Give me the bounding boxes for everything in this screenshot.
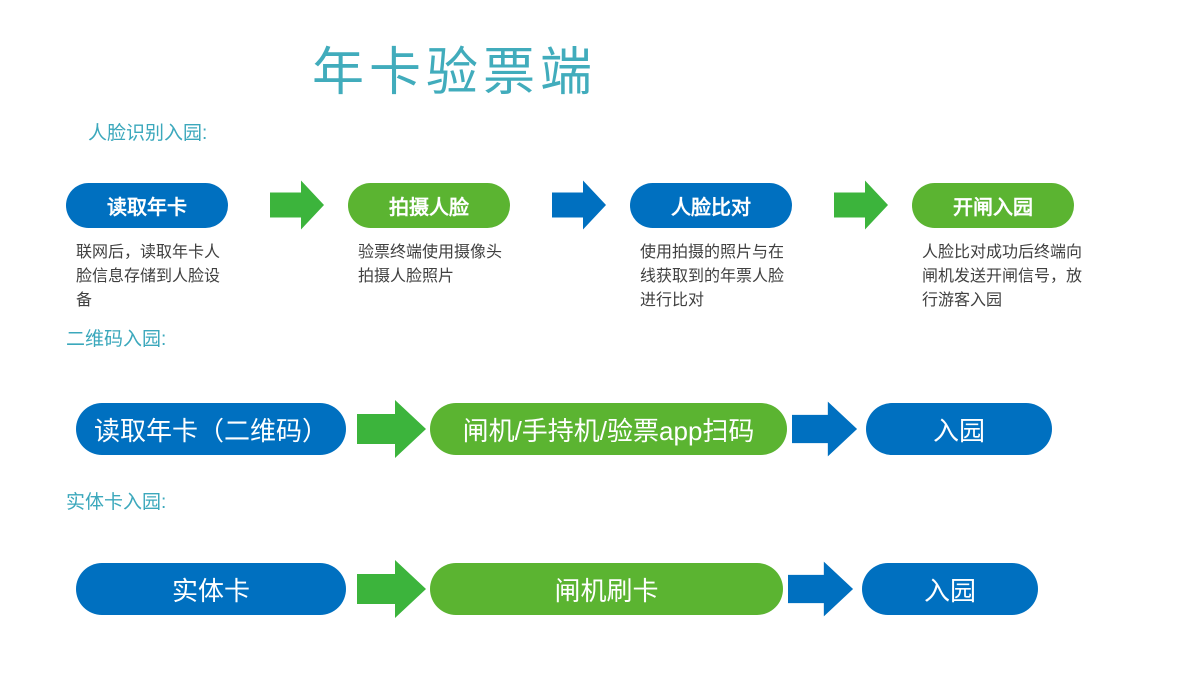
flow-step-read-card: 读取年卡 联网后，读取年卡人脸信息存储到人脸设备 [66,183,228,313]
arrow-right-icon [270,180,324,230]
step-pill-scan-code: 闸机/手持机/验票app扫码 [430,403,787,455]
step-description: 验票终端使用摄像头拍摄人脸照片 [358,244,503,285]
step-pill-read-card-qr: 读取年卡（二维码） [76,403,346,455]
section-label-qr-code: 二维码入园: [66,329,167,350]
step-pill-read-card: 读取年卡 [66,183,228,228]
arrow-right-icon [357,400,426,458]
step-description: 联网后，读取年卡人脸信息存储到人脸设备 [76,244,221,309]
flow-physical-card: 实体卡 闸机刷卡 入园 [76,557,1038,621]
step-pill-enter-park: 入园 [862,563,1038,615]
arrow-right-icon [788,561,854,617]
flow-step-capture-face: 拍摄人脸 验票终端使用摄像头拍摄人脸照片 [348,183,510,289]
arrow-right-icon [792,401,858,457]
section-label-face-recognition: 人脸识别入园: [88,123,208,144]
flow-step-face-compare: 人脸比对 使用拍摄的照片与在线获取到的年票人脸进行比对 [630,183,792,313]
step-pill-enter-park: 入园 [866,403,1052,455]
arrow-right-icon [357,560,426,618]
flow-face-recognition: 读取年卡 联网后，读取年卡人脸信息存储到人脸设备 拍摄人脸 验票终端使用摄像头拍… [66,180,1082,313]
flow-step-open-gate: 开闸入园 人脸比对成功后终端向闸机发送开闸信号，放行游客入园 [912,183,1082,313]
step-pill-physical-card: 实体卡 [76,563,346,615]
step-pill-gate-swipe: 闸机刷卡 [430,563,783,615]
section-label-physical-card: 实体卡入园: [66,492,167,513]
step-description: 人脸比对成功后终端向闸机发送开闸信号，放行游客入园 [922,244,1083,309]
step-pill-face-compare: 人脸比对 [630,183,792,228]
step-pill-open-gate: 开闸入园 [912,183,1074,228]
arrow-right-icon [834,180,888,230]
flow-qr-code: 读取年卡（二维码） 闸机/手持机/验票app扫码 入园 [76,397,1052,461]
step-pill-capture-face: 拍摄人脸 [348,183,510,228]
page-title: 年卡验票端 [312,44,598,102]
arrow-right-icon [552,180,606,230]
step-description: 使用拍摄的照片与在线获取到的年票人脸进行比对 [640,244,785,309]
